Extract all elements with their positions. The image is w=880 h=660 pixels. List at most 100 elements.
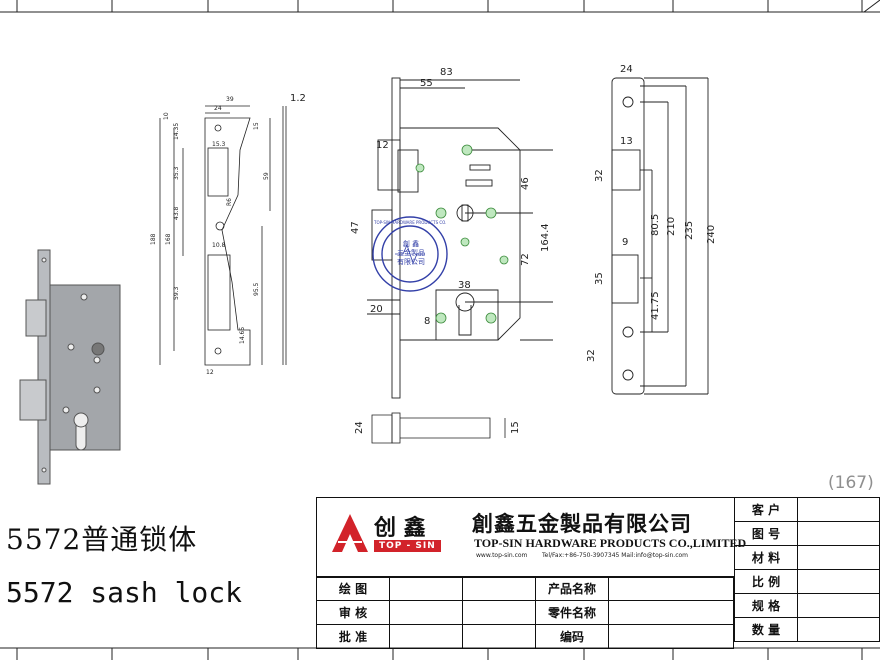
svg-text:10.8: 10.8 [212, 242, 226, 249]
svg-text:95.5: 95.5 [253, 282, 260, 296]
label-review: 审 核 [316, 600, 390, 625]
svg-text:47: 47 [350, 221, 361, 234]
svg-text:R6: R6 [226, 198, 233, 206]
label-draw: 绘 图 [316, 576, 390, 601]
table-row: 数 量 [734, 617, 880, 642]
cell-scale [797, 569, 880, 594]
stamp-ring-text: TOP-SIN HARDWARE PRODUCTS CO.,LIMITED [374, 220, 446, 225]
svg-text:1.2: 1.2 [290, 93, 306, 104]
brand-box: TOP - SIN [374, 540, 441, 552]
svg-text:168: 168 [165, 233, 172, 245]
cell-approve-date [462, 624, 536, 649]
svg-text:8: 8 [424, 316, 430, 327]
info-table: 客 户 图 号 材 料 比 例 规 格 数 量 [734, 497, 880, 642]
bottom-view [371, 412, 506, 444]
svg-text:35.3: 35.3 [173, 166, 180, 180]
svg-text:38: 38 [458, 280, 471, 291]
page-number: (167) [828, 473, 874, 493]
svg-text:24: 24 [354, 421, 365, 434]
svg-text:15: 15 [510, 421, 521, 434]
faceplate-view [159, 105, 287, 366]
cell-quantity [797, 617, 880, 642]
label-drawing-no: 图 号 [734, 521, 798, 546]
cell-product-name [608, 576, 734, 601]
cell-code [608, 624, 734, 649]
cell-review-value [389, 600, 463, 625]
svg-text:235: 235 [684, 221, 695, 240]
svg-text:83: 83 [440, 67, 453, 78]
table-row: 批 准 编码 [316, 624, 734, 649]
label-material: 材 料 [734, 545, 798, 570]
cell-material [797, 545, 880, 570]
company-logo: 创 鑫 TOP - SIN [330, 508, 460, 558]
product-name-cn: 5572普通锁体 [6, 523, 198, 556]
lock-photo [19, 249, 121, 485]
logo-cn: 创 鑫 [374, 515, 426, 541]
approval-table: 绘 图 产品名称 审 核 零件名称 批 准 编码 [316, 576, 734, 649]
logo-mark-icon [332, 514, 368, 552]
svg-text:20: 20 [370, 304, 383, 315]
svg-text:80.5: 80.5 [650, 214, 661, 236]
table-row: 绘 图 产品名称 [316, 576, 734, 601]
faceplate-dims-vert: 10 14.35 35.3 43.8 59.3 188 168 15 59 R6… [150, 112, 270, 344]
company-website: www.top-sin.com [476, 552, 528, 559]
label-approve: 批 准 [316, 624, 390, 649]
svg-text:24: 24 [214, 105, 222, 112]
svg-text:15.3: 15.3 [212, 141, 226, 148]
stamp-line-3: 有限公司 [397, 258, 425, 266]
bottom-view-dims: 24 15 [354, 421, 521, 434]
cell-draw-date [462, 576, 536, 601]
table-row: 材 料 [734, 545, 880, 570]
cell-approve-value [389, 624, 463, 649]
svg-text:240: 240 [706, 225, 717, 244]
svg-text:59: 59 [263, 172, 270, 180]
cell-draw-value [389, 576, 463, 601]
lock-body-holes [415, 144, 509, 324]
svg-text:39: 39 [226, 96, 234, 103]
svg-text:15: 15 [253, 122, 260, 130]
svg-text:164.4: 164.4 [540, 223, 551, 252]
table-row: 审 核 零件名称 [316, 600, 734, 625]
svg-text:41.75: 41.75 [650, 291, 661, 320]
svg-text:10: 10 [163, 112, 170, 120]
svg-text:43.8: 43.8 [173, 206, 180, 220]
svg-text:24: 24 [620, 64, 633, 75]
svg-text:59.3: 59.3 [173, 286, 180, 300]
cell-review-date [462, 600, 536, 625]
lock-body-dims: 83 55 12 38 20 8 46 47 164.4 72 [350, 67, 551, 327]
cell-customer [797, 497, 880, 522]
stamp-line-2: 五金製品 [397, 249, 425, 257]
cell-part-name [608, 600, 734, 625]
svg-text:72: 72 [520, 253, 531, 266]
svg-text:35: 35 [594, 272, 605, 285]
label-product-name: 产品名称 [535, 576, 609, 601]
lock-body-view [367, 77, 553, 399]
cell-drawing-no [797, 521, 880, 546]
svg-text:12: 12 [376, 140, 389, 151]
label-quantity: 数 量 [734, 617, 798, 642]
table-row: 比 例 [734, 569, 880, 594]
label-part-name: 零件名称 [535, 600, 609, 625]
svg-text:210: 210 [666, 217, 677, 236]
svg-text:32: 32 [586, 349, 597, 362]
svg-text:188: 188 [150, 233, 157, 245]
product-name-en: 5572 sash lock [6, 576, 243, 609]
svg-text:46: 46 [520, 177, 531, 190]
table-row: 图 号 [734, 521, 880, 546]
svg-text:55: 55 [420, 78, 433, 89]
side-view [611, 77, 709, 395]
label-customer: 客 户 [734, 497, 798, 522]
cell-spec [797, 593, 880, 618]
svg-text:32: 32 [594, 169, 605, 182]
svg-text:14.35: 14.35 [173, 123, 180, 140]
stamp-line-1: 創 鑫 [402, 240, 420, 248]
label-scale: 比 例 [734, 569, 798, 594]
label-spec: 规 格 [734, 593, 798, 618]
company-name-cn: 創鑫五金製品有限公司 [472, 511, 692, 536]
label-code: 编码 [535, 624, 609, 649]
company-contact: Tel/Fax:+86-750-3907345 Mail:info@top-si… [542, 552, 689, 559]
company-stamp [372, 216, 448, 292]
svg-text:14.65: 14.65 [239, 327, 246, 344]
